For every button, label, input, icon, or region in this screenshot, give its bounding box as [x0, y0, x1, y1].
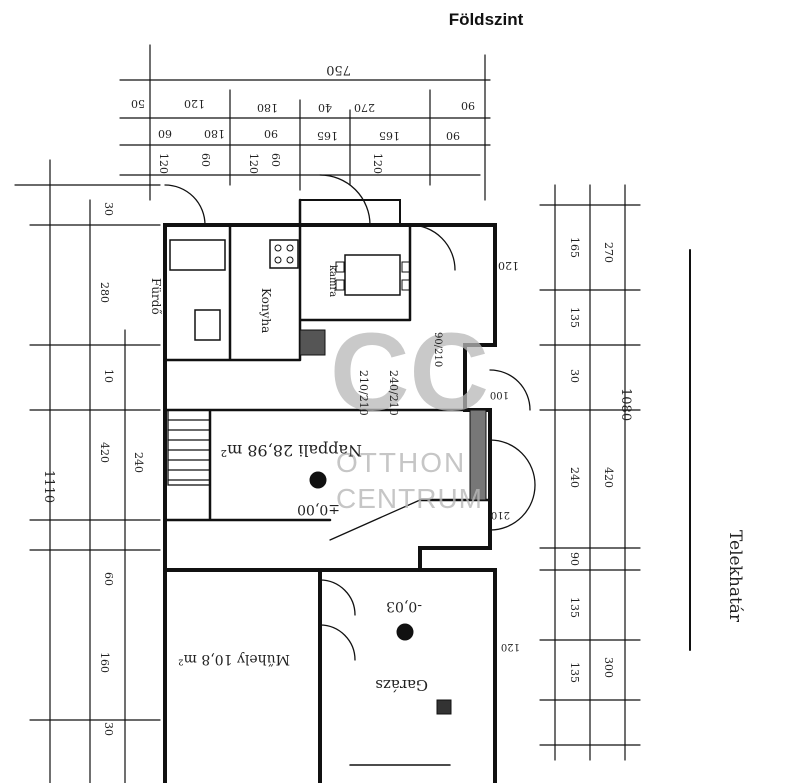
- dim-label: 60: [269, 153, 282, 167]
- dimension-lines-left: [14, 159, 161, 783]
- watermark-line2: CENTRUM: [336, 483, 483, 514]
- dim-label: 60: [158, 127, 172, 140]
- dim-label: 180: [204, 127, 225, 140]
- level-ground: ±0,00: [297, 501, 340, 517]
- garage-walls: [163, 568, 497, 783]
- watermark-line1: OTTHON: [336, 447, 466, 478]
- room-label-living: Nappali 28,98 m²: [221, 441, 362, 460]
- dim-label: 240: [132, 452, 145, 473]
- stairs: [167, 409, 211, 486]
- dim-label: 135: [568, 597, 581, 618]
- opening-label: 90/210: [432, 332, 443, 367]
- opening-label: 210/210: [357, 370, 370, 416]
- page-title: Földszint: [0, 10, 792, 30]
- opening-label: 120: [501, 641, 520, 652]
- dim-label: 90: [568, 552, 581, 566]
- dim-label: 90: [446, 129, 460, 142]
- dim-label: 120: [157, 153, 170, 174]
- room-label-workshop: Műhely 10,8 m²: [178, 651, 290, 667]
- dim-label: 120: [371, 153, 384, 174]
- dim-label: 165: [379, 129, 400, 142]
- dim-top-total: 750: [326, 62, 351, 77]
- dim-label: 40: [318, 101, 332, 114]
- dim-label: 120: [247, 153, 260, 174]
- door-swing: [164, 184, 206, 226]
- door-swing: [319, 624, 356, 661]
- dim-label: 60: [199, 153, 212, 167]
- dim-label: 300: [602, 657, 615, 678]
- floor-title: Földszint: [448, 10, 524, 29]
- dim-right-total: 1080: [618, 388, 633, 421]
- dim-label: 60: [102, 572, 115, 586]
- room-label-bath: Fürdő: [149, 278, 163, 315]
- washbasin: [194, 309, 221, 341]
- stove: [269, 239, 299, 269]
- door-swing: [319, 174, 371, 226]
- dim-label: 165: [317, 129, 338, 142]
- dim-label: 240: [568, 467, 581, 488]
- room-label-garage: Garázs: [375, 676, 428, 694]
- dim-label: 50: [131, 97, 145, 110]
- dining-table: [344, 254, 401, 296]
- door-swing: [489, 439, 536, 531]
- drain-marker: [436, 699, 452, 715]
- opening-label: 100: [490, 389, 509, 400]
- dim-label: 30: [102, 202, 115, 216]
- dim-label: 270: [354, 101, 375, 114]
- door-swing: [329, 499, 421, 541]
- dimension-lines-top: [119, 44, 491, 201]
- dim-label: 90: [461, 99, 475, 112]
- opening-label: 120: [498, 259, 519, 272]
- dim-label: 420: [602, 467, 615, 488]
- watermark: CC OTTHON CENTRUM: [330, 311, 489, 514]
- fireplace: [469, 409, 487, 501]
- property-line-label: Telekhatár: [725, 530, 745, 623]
- door-swing: [489, 369, 531, 411]
- room-label-pantry: kamra: [327, 265, 338, 297]
- opening-label: 240/210: [387, 370, 400, 416]
- dim-left-total: 1110: [41, 470, 56, 503]
- dim-label: 120: [184, 97, 205, 110]
- dim-label: 280: [98, 282, 111, 303]
- dim-label: 30: [568, 369, 581, 383]
- dim-label: 270: [602, 242, 615, 263]
- level-marker: [396, 623, 414, 641]
- dim-label: 135: [568, 307, 581, 328]
- bathtub: [169, 239, 226, 271]
- dim-label: 10: [102, 369, 115, 383]
- watermark-logo: CC: [330, 311, 489, 434]
- dim-label: 420: [98, 442, 111, 463]
- door-swing: [319, 579, 356, 616]
- level-marker: [309, 471, 327, 489]
- door-swing: [409, 224, 456, 271]
- dim-label: 90: [264, 127, 278, 140]
- dimension-lines-right: [539, 184, 641, 761]
- opening-label: 210: [491, 509, 510, 520]
- room-label-kitchen: Konyha: [259, 288, 273, 333]
- dim-label: 180: [257, 101, 278, 114]
- dim-label: 165: [568, 237, 581, 258]
- level-garage: -0,03: [386, 598, 422, 614]
- outer-wall: [163, 223, 497, 572]
- dim-label: 30: [102, 722, 115, 736]
- chimney: [299, 329, 326, 356]
- kitchen-area: [299, 199, 401, 226]
- dim-label: 135: [568, 662, 581, 683]
- dim-label: 160: [98, 652, 111, 673]
